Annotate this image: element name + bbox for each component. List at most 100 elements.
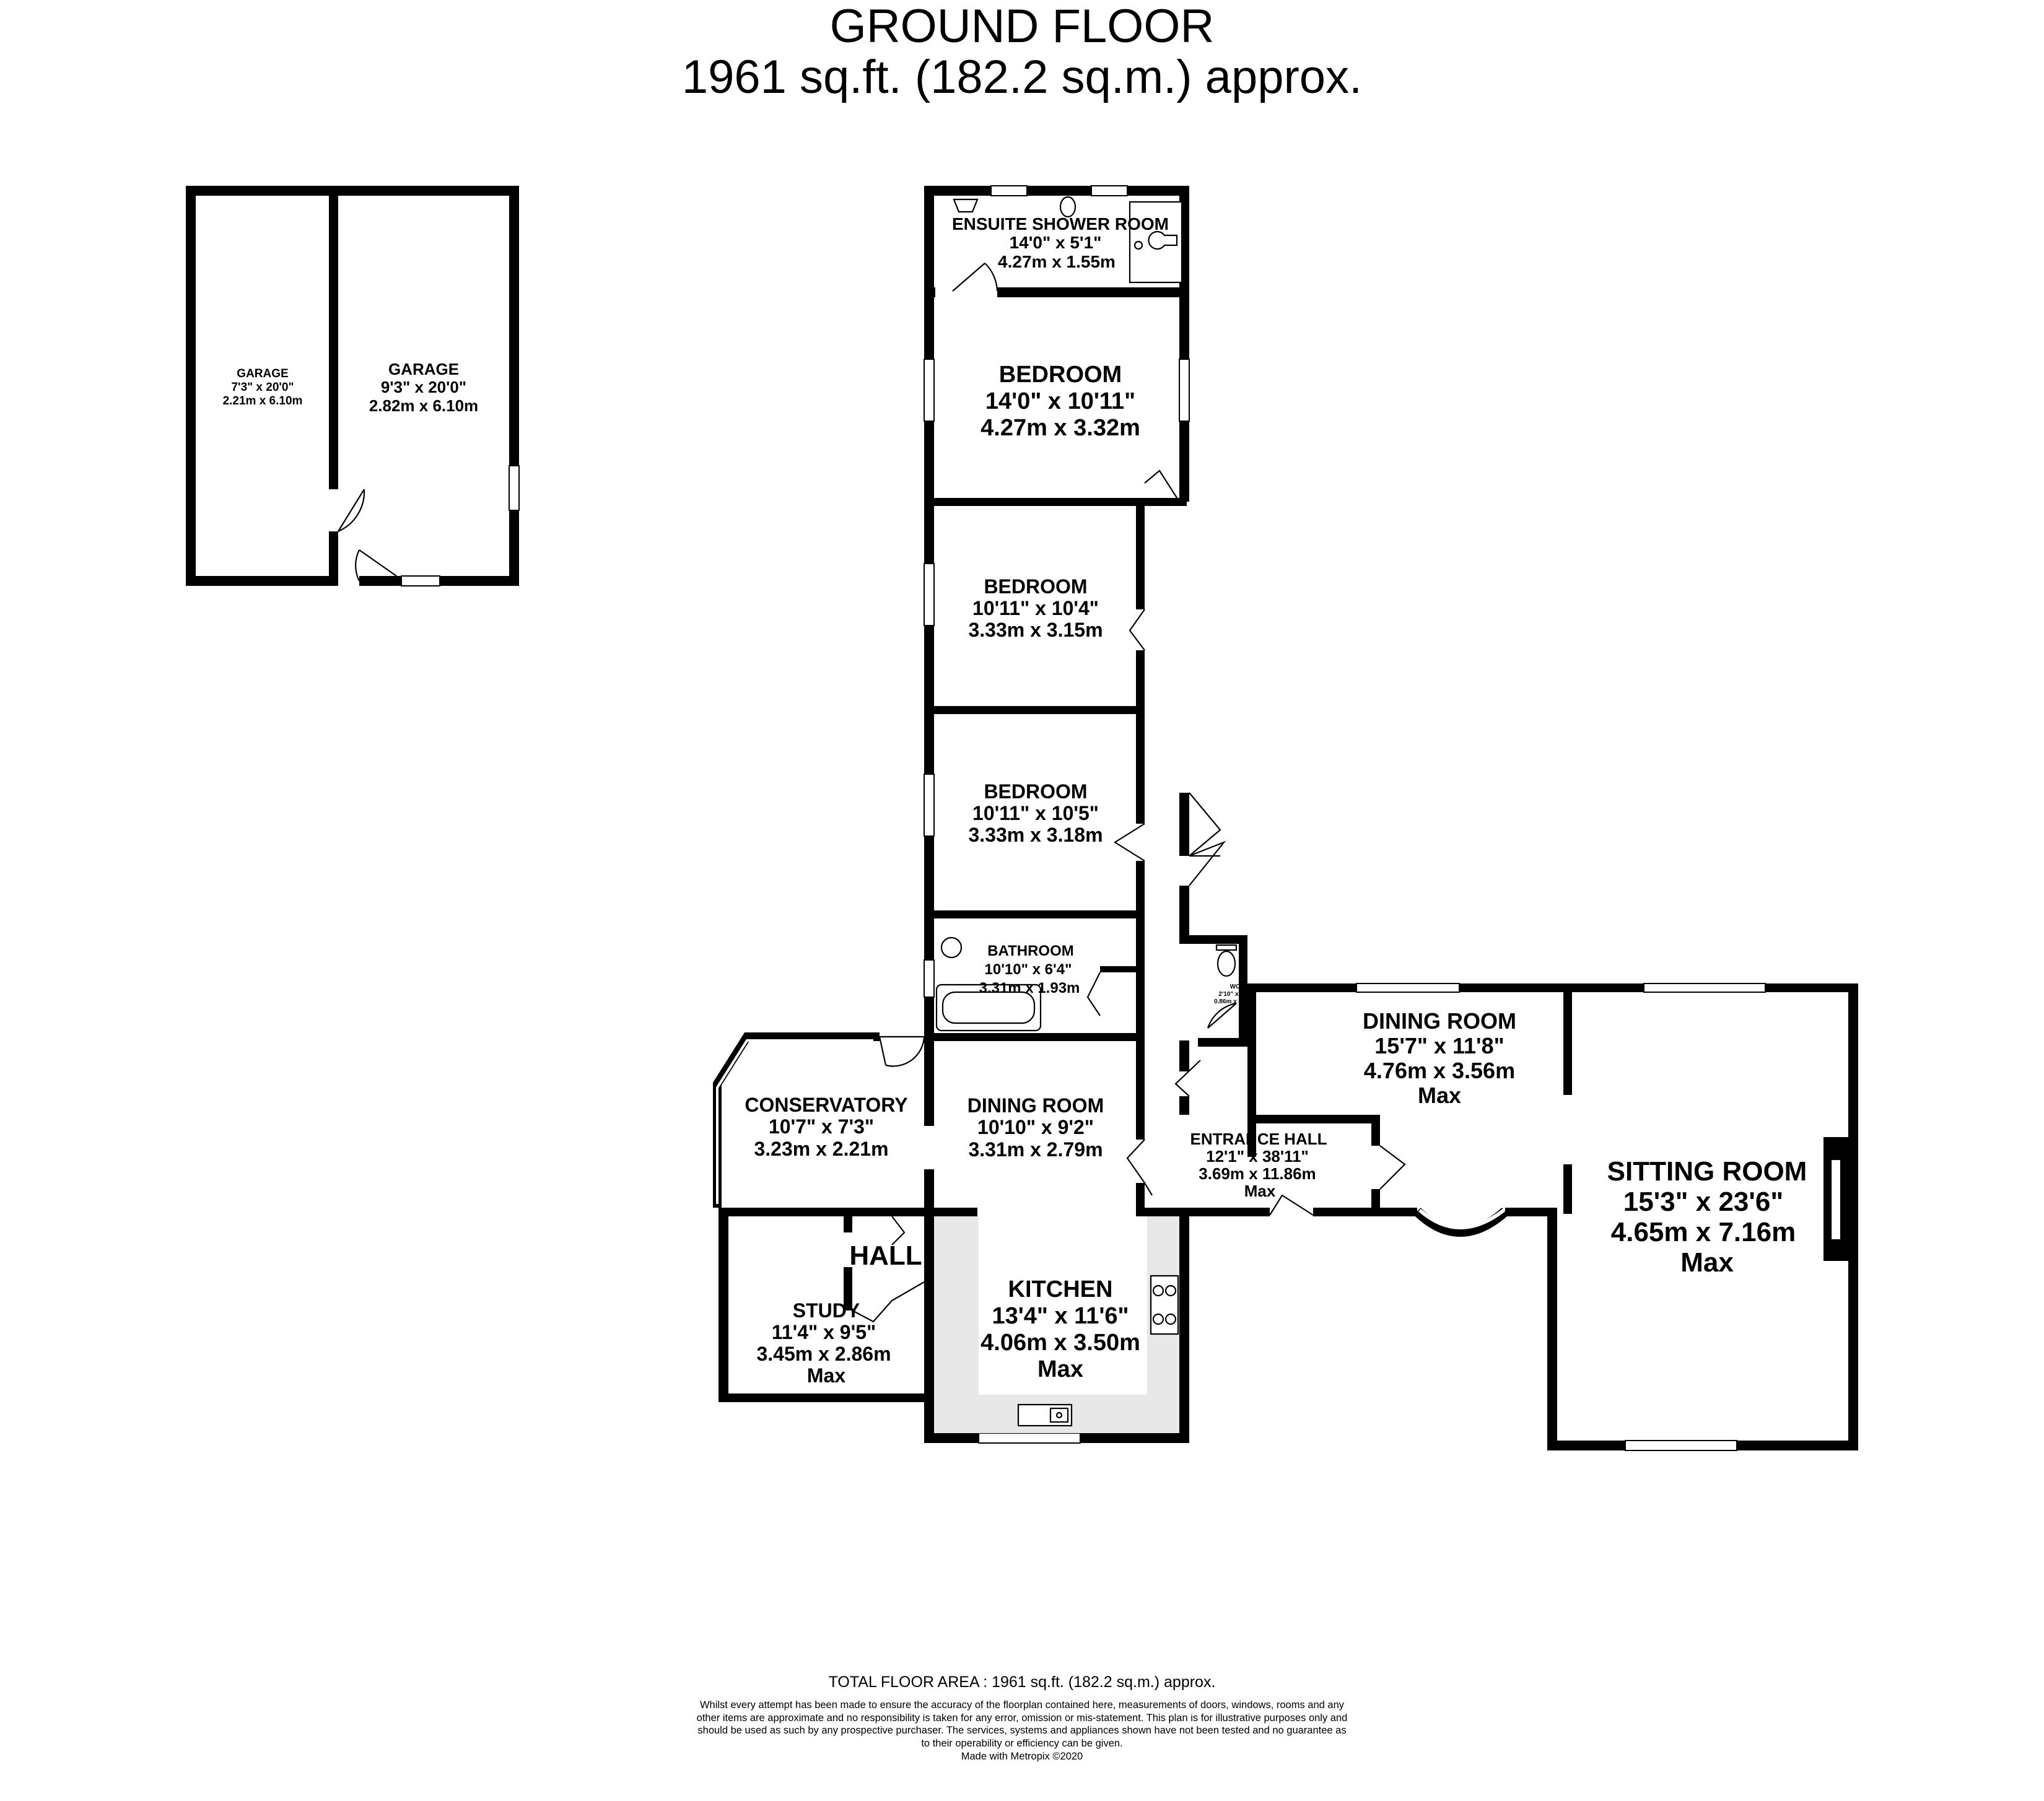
garage-front-door[interactable] — [355, 549, 397, 582]
garage-large-metric: 2.82m x 6.10m — [369, 396, 478, 415]
garage-small-name: GARAGE — [237, 367, 288, 380]
study-metric: 3.45m x 2.86m — [756, 1343, 891, 1365]
ensuite-basin — [953, 198, 979, 213]
plan-footer: TOTAL FLOOR AREA : 1961 sq.ft. (182.2 sq… — [650, 1673, 1394, 1763]
sitting-room-window — [1625, 1440, 1737, 1451]
hall-double-door[interactable] — [1189, 792, 1221, 857]
sink-drain-icon — [1055, 1411, 1063, 1419]
sitting-room-name: SITTING ROOM — [1607, 1156, 1807, 1187]
ensuite-window-2 — [1091, 185, 1128, 196]
hob — [1150, 1275, 1179, 1335]
bathroom-window — [924, 959, 935, 998]
bathroom-door[interactable] — [1086, 972, 1101, 1016]
bedroom-3-metric: 3.33m x 3.18m — [968, 824, 1103, 846]
dining-small-name: DINING ROOM — [967, 1094, 1104, 1117]
entrance-hall-note: Max — [1244, 1182, 1276, 1200]
garage-door[interactable] — [338, 489, 365, 533]
floor-area: 1961 sq.ft. (182.2 sq.m.) approx. — [681, 51, 1363, 104]
garage-block — [186, 186, 520, 587]
fireplace-hearth — [1830, 1158, 1842, 1241]
made-with-credit: Made with Metropix ©2020 — [961, 1750, 1083, 1762]
sitting-room-imperial: 15'3" x 23'6" — [1623, 1187, 1783, 1217]
garage-large-imperial: 9'3" x 20'0" — [381, 378, 466, 396]
bay-window — [1413, 1207, 1509, 1237]
kitchen-window — [978, 1433, 1081, 1444]
hall-name: HALL — [849, 1241, 922, 1271]
study-imperial: 11'4" x 9'5" — [772, 1321, 876, 1343]
bedroom-3-window — [924, 774, 935, 837]
kitchen-note: Max — [1037, 1356, 1083, 1382]
kitchen-name: KITCHEN — [1008, 1276, 1113, 1302]
bedroom-3-door[interactable] — [1113, 823, 1145, 861]
dining-room-door[interactable] — [1126, 1139, 1153, 1196]
bedroom-3-imperial: 10'11" x 10'5" — [972, 802, 1099, 824]
wc-imperial: 2'10" x 5'5" — [1218, 991, 1251, 998]
bedroom-2-name: BEDROOM — [984, 575, 1087, 598]
kitchen-imperial: 13'4" x 11'6" — [992, 1303, 1129, 1329]
total-floor-area: TOTAL FLOOR AREA : 1961 sq.ft. (182.2 sq… — [828, 1673, 1216, 1691]
disclaimer-text: Whilst every attempt has been made to en… — [696, 1699, 1348, 1749]
ensuite-window-1 — [990, 185, 1028, 196]
conservatory-door-swing[interactable] — [885, 1036, 925, 1067]
ensuite-toilet-icon — [1059, 196, 1077, 218]
room-labels: GARAGE 7'3" x 20'0" 2.21m x 6.10m GARAGE… — [223, 214, 1807, 1387]
hob-ring-icon — [1152, 1313, 1164, 1325]
bedroom-1-metric: 4.27m x 3.32m — [981, 415, 1140, 441]
sitting-room-note: Max — [1680, 1247, 1734, 1278]
bedroom-2-window — [924, 563, 935, 626]
worktop-bottom — [979, 1395, 1179, 1433]
east-block-walls — [1174, 983, 1858, 1451]
bedroom-wing-walls — [924, 185, 1226, 1041]
ensuite-door[interactable] — [952, 263, 998, 292]
dining-large-imperial: 15'7" x 11'8" — [1374, 1033, 1504, 1058]
dining-large-name: DINING ROOM — [1363, 1008, 1516, 1034]
conservatory-door[interactable] — [878, 1036, 924, 1066]
shower-drain-icon — [1133, 240, 1143, 250]
hob-ring-icon — [1152, 1284, 1164, 1297]
sitting-room-sliding-door[interactable] — [1643, 983, 1766, 993]
ensuite-basin-2 — [1148, 230, 1178, 250]
bedroom-1-window-right — [1179, 359, 1190, 422]
dining-large-metric: 4.76m x 3.56m — [1364, 1058, 1515, 1083]
bedroom-1-imperial: 14'0" x 10'11" — [985, 388, 1135, 414]
sitting-room-metric: 4.65m x 7.16m — [1611, 1217, 1796, 1247]
hall-door[interactable] — [891, 1216, 906, 1245]
dining-small-metric: 3.31m x 2.79m — [968, 1138, 1103, 1161]
hall-double-door-2[interactable] — [1189, 840, 1226, 886]
bedroom-3-name: BEDROOM — [984, 780, 1087, 803]
bedroom-1-door[interactable] — [1144, 469, 1180, 502]
bedroom-1-name: BEDROOM — [999, 362, 1122, 388]
bedroom-2-imperial: 10'11" x 10'4" — [972, 597, 1099, 619]
dining-small-imperial: 10'10" x 9'2" — [977, 1116, 1094, 1138]
dining-room-window — [1356, 983, 1460, 993]
wc-toilet-icon — [1216, 950, 1236, 977]
garage-window-front — [401, 575, 440, 587]
study-door[interactable] — [852, 1281, 925, 1323]
worktop-left — [934, 1216, 979, 1433]
entrance-hall-door-right[interactable] — [1379, 1145, 1406, 1190]
plan-title-block: GROUND FLOOR 1961 sq.ft. (182.2 sq.m.) a… — [0, 1, 2044, 103]
bathroom-fixtures — [935, 936, 1042, 1032]
bathroom-metric: 3.31m x 1.93m — [979, 980, 1080, 996]
bathroom-imperial: 10'10" x 6'4" — [985, 961, 1072, 978]
garage-large-name: GARAGE — [388, 360, 459, 378]
floor-title: GROUND FLOOR — [829, 0, 1215, 53]
front-door[interactable] — [1269, 1194, 1314, 1216]
study-note: Max — [807, 1364, 845, 1387]
ensuite-metric: 4.27m x 1.55m — [998, 252, 1116, 271]
kitchen-metric: 4.06m x 3.50m — [981, 1330, 1140, 1356]
hob-ring-icon — [1164, 1313, 1177, 1325]
ensuite-name: ENSUITE SHOWER ROOM — [952, 214, 1169, 233]
bedroom-2-metric: 3.33m x 3.15m — [968, 619, 1103, 641]
hall-passage-door[interactable] — [1174, 1060, 1201, 1097]
bath-inner — [941, 991, 1036, 1024]
bedroom-2-door[interactable] — [1129, 609, 1145, 651]
bathroom-basin — [940, 936, 963, 959]
west-block-walls — [713, 1032, 1189, 1444]
garage-small-imperial: 7'3" x 20'0" — [231, 381, 294, 394]
garage-window — [509, 465, 520, 511]
wc-metric: 0.86m x 1.65m — [1214, 998, 1256, 1005]
bedroom-1-window-left — [924, 359, 935, 422]
wc-door[interactable] — [1207, 1002, 1237, 1029]
